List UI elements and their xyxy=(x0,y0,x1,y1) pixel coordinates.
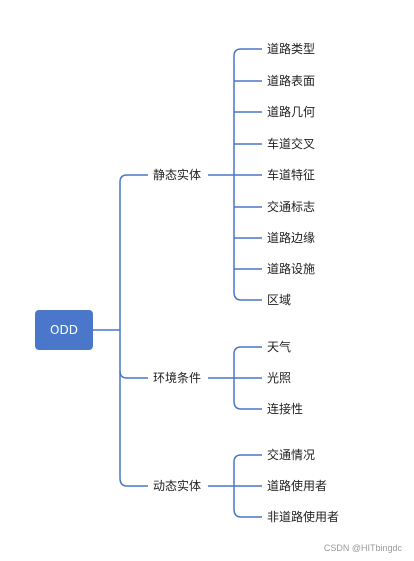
leaf-weather: 天气 xyxy=(267,340,292,354)
leaf-road-geometry: 道路几何 xyxy=(267,105,316,119)
leaf-road-edge: 道路边缘 xyxy=(267,231,316,245)
edge-connectivity xyxy=(233,400,262,410)
watermark: CSDN @HITbingdc xyxy=(323,543,402,553)
leaf-road-user: 道路使用者 xyxy=(267,479,328,493)
edge-road-type xyxy=(233,48,262,57)
leaf-traffic-sign: 交通标志 xyxy=(267,200,316,214)
leaf-road-facility: 道路设施 xyxy=(267,262,316,276)
leaf-road-type: 道路类型 xyxy=(267,42,316,56)
leaf-lane-crossing: 车道交叉 xyxy=(267,137,316,151)
connector-static xyxy=(119,174,148,183)
root-node: ODD xyxy=(35,310,93,350)
edge-non-road-user xyxy=(233,508,262,518)
leaf-traffic-condition: 交通情况 xyxy=(267,448,316,462)
connector-dynamic xyxy=(119,477,148,487)
edge-traffic-condition xyxy=(233,454,262,463)
edge-weather xyxy=(233,346,262,355)
leaf-zone: 区域 xyxy=(267,293,292,307)
leaf-lighting: 光照 xyxy=(267,371,292,385)
node-dynamic-entity: 动态实体 xyxy=(153,479,202,493)
node-static-entity: 静态实体 xyxy=(153,168,202,182)
edge-zone xyxy=(233,291,262,301)
node-environment: 环境条件 xyxy=(153,371,202,385)
leaf-road-surface: 道路表面 xyxy=(267,74,316,88)
leaf-non-road-user: 非道路使用者 xyxy=(267,510,340,524)
leaf-connectivity: 连接性 xyxy=(267,402,304,416)
connector-env xyxy=(119,370,148,379)
leaf-lane-feature: 车道特征 xyxy=(267,168,316,182)
root-label: ODD xyxy=(50,323,78,337)
